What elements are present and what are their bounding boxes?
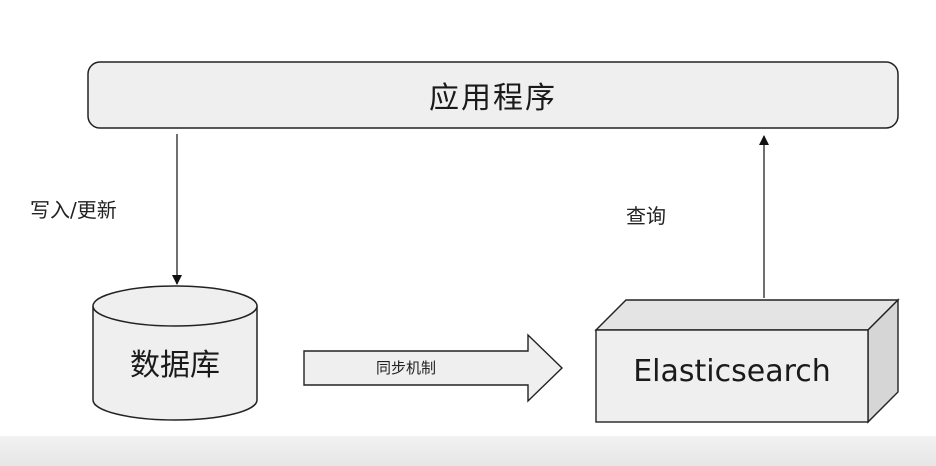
database-label: 数据库	[130, 348, 220, 383]
write-update-label: 写入/更新	[30, 198, 117, 222]
elasticsearch-box	[594, 298, 900, 424]
app-node-box	[87, 61, 899, 129]
database-cylinder	[92, 285, 258, 421]
sync-mechanism-label: 同步机制	[376, 359, 437, 377]
elasticsearch-label: Elasticsearch	[633, 354, 831, 389]
app-node-label: 应用程序	[429, 81, 557, 116]
query-label: 查询	[626, 204, 666, 228]
bottom-strip	[0, 436, 936, 466]
sync-arrow	[303, 333, 564, 403]
